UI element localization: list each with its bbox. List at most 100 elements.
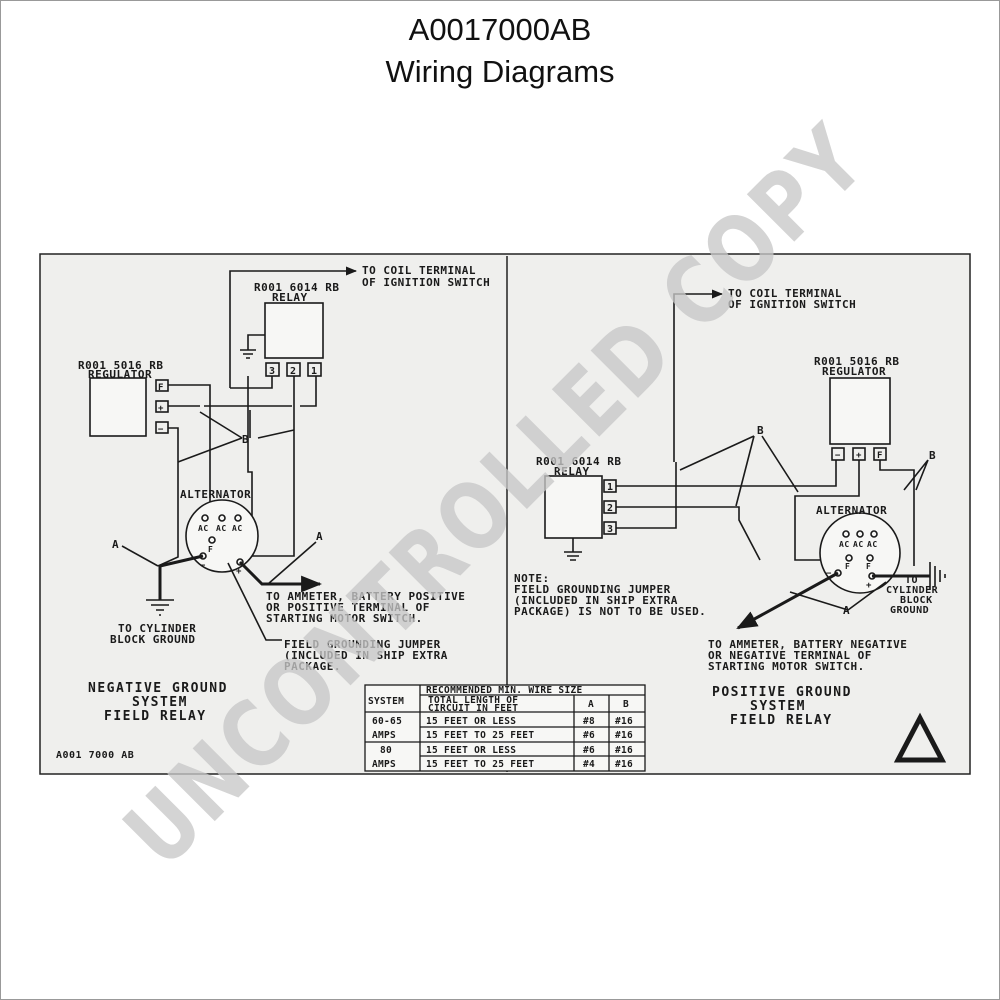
table-row-2-a: #6 [583,730,595,741]
right-relay-terminal-3-label: 3 [607,524,614,535]
left-relay-3-wire [230,376,273,389]
right-alternator-label: ALTERNATOR [816,504,887,517]
right-alt-neg-label: − [826,569,832,579]
right-ground-line4: GROUND [890,605,929,616]
right-ammeter-line3: STARTING MOTOR SWITCH. [708,660,865,673]
left-jumper-line1: FIELD GROUNDING JUMPER [284,638,441,651]
table-row-1-length: 15 FEET OR LESS [426,716,516,727]
table-row-2-length: 15 FEET TO 25 FEET [426,730,534,741]
right-relay-2-wire [616,506,761,561]
left-relay-part-number: R001 6014 RB [254,281,339,294]
right-marker-b-1: B [757,424,764,437]
right-ground-line3: BLOCK [900,595,933,606]
left-marker-a-1: A [112,538,119,551]
left-relay-box [264,302,324,359]
right-system-title-3: FIELD RELAY [730,713,833,728]
left-regulator-f-label: F [158,383,164,393]
left-alt-f-label: F [208,545,213,554]
left-regulator-plus-label: + [158,404,164,414]
left-regulator-minus-wire [157,427,179,567]
left-ammeter-line2: OR POSITIVE TERMINAL OF [266,601,430,614]
left-ammeter-line1: TO AMMETER, BATTERY POSITIVE [266,590,465,603]
left-relay-terminal-3-label: 3 [269,366,276,377]
right-ammeter-line2: OR NEGATIVE TERMINAL OF [708,649,872,662]
right-relay-label: RELAY [554,465,590,478]
right-note-label: NOTE: [514,572,550,585]
right-regulator-label: REGULATOR [822,365,886,378]
right-alt-f2-label: F [866,562,871,571]
table-row-1-system: 60-65 [372,716,402,727]
right-alt-ac-1 [842,530,850,538]
left-regulator-label: REGULATOR [88,368,152,381]
table-header-length-1: TOTAL LENGTH OF [428,695,518,706]
document-subtitle: Wiring Diagrams [385,54,615,89]
left-system-title-1: NEGATIVE GROUND [88,681,228,696]
left-a-leaders [121,541,317,585]
table-row-3-b: #16 [615,745,633,756]
table-row-4-a: #4 [583,759,595,770]
left-alt-ac3-label: AC [232,524,243,533]
warning-triangle-icon [893,712,947,763]
right-alternator-circle [819,512,901,594]
table-row-4-system: AMPS [372,759,396,770]
right-regulator-plus-label: + [856,451,862,461]
left-alt-ac-1 [201,514,209,522]
right-alt-pos-label: + [866,581,872,591]
left-regulator-box [89,377,147,437]
left-alt-pos-terminal [236,558,244,566]
left-ground-symbol [146,599,174,616]
right-ground-line1: TO [905,575,918,586]
right-alt-ac3-label: AC [867,540,878,549]
left-alt-ac-3 [234,514,242,522]
left-cylinder-line1: TO CYLINDER [118,622,196,635]
table-row-2-system: AMPS [372,730,396,741]
table-header-system: SYSTEM [368,696,404,707]
right-marker-a: A [843,604,850,617]
right-relay-ground-symbol [564,538,582,561]
left-ammeter-wire [238,560,323,593]
table-row-1-a: #8 [583,716,595,727]
table-header-length-2: CIRCUIT IN FEET [428,703,518,714]
left-alternator-circle [185,499,259,573]
right-b-leaders [679,435,929,507]
right-coil-wire [673,289,724,462]
left-alt-ac1-label: AC [198,524,209,533]
left-jumper-line3: PACKAGE. [284,660,341,673]
left-cylinder-line2: BLOCK GROUND [110,633,195,646]
left-marker-b: B [242,433,249,446]
right-relay-terminal-1-label: 1 [607,482,614,493]
right-ammeter-line1: TO AMMETER, BATTERY NEGATIVE [708,638,907,651]
right-system-title-2: SYSTEM [750,699,806,714]
left-marker-a-2: A [316,530,323,543]
left-relay-label: RELAY [272,291,308,304]
left-alternator-label: ALTERNATOR [180,488,251,501]
table-row-4-length: 15 FEET TO 25 FEET [426,759,534,770]
table-header-a: A [588,699,594,710]
table-row-1-b: #16 [615,716,633,727]
left-regulator-minus-label: − [158,425,164,435]
left-system-title-2: SYSTEM [132,695,188,710]
right-ground-symbol [929,562,946,590]
left-alt-pos-label: + [236,567,242,577]
right-alt-ac-2 [856,530,864,538]
left-b-leaders [177,410,295,463]
left-alt-f-terminal [208,536,216,544]
right-marker-b-2: B [929,449,936,462]
document-code-title: A0017000AB [408,12,592,47]
table-header-recommended: RECOMMENDED MIN. WIRE SIZE [426,685,583,696]
right-regulator-minus-label: − [835,451,841,461]
right-alt-ac-3 [870,530,878,538]
left-relay-terminal-2-label: 2 [290,366,297,377]
left-relay-2-wire [245,376,295,557]
sheet-doc-code: A001 7000 AB [56,750,134,761]
table-row-3-a: #6 [583,745,595,756]
right-ground-line2: CYLINDER [886,585,939,596]
wire-size-table [364,684,646,772]
right-relay-box [544,475,603,539]
left-coil-terminal-line1: TO COIL TERMINAL [362,264,476,277]
right-regulator-part-number: R001 5016 RB [814,355,899,368]
right-regulator-f-wire [879,460,915,566]
left-system-title-3: FIELD RELAY [104,709,207,724]
left-jumper-leader [227,562,282,641]
left-relay-ground-symbol [240,334,265,359]
